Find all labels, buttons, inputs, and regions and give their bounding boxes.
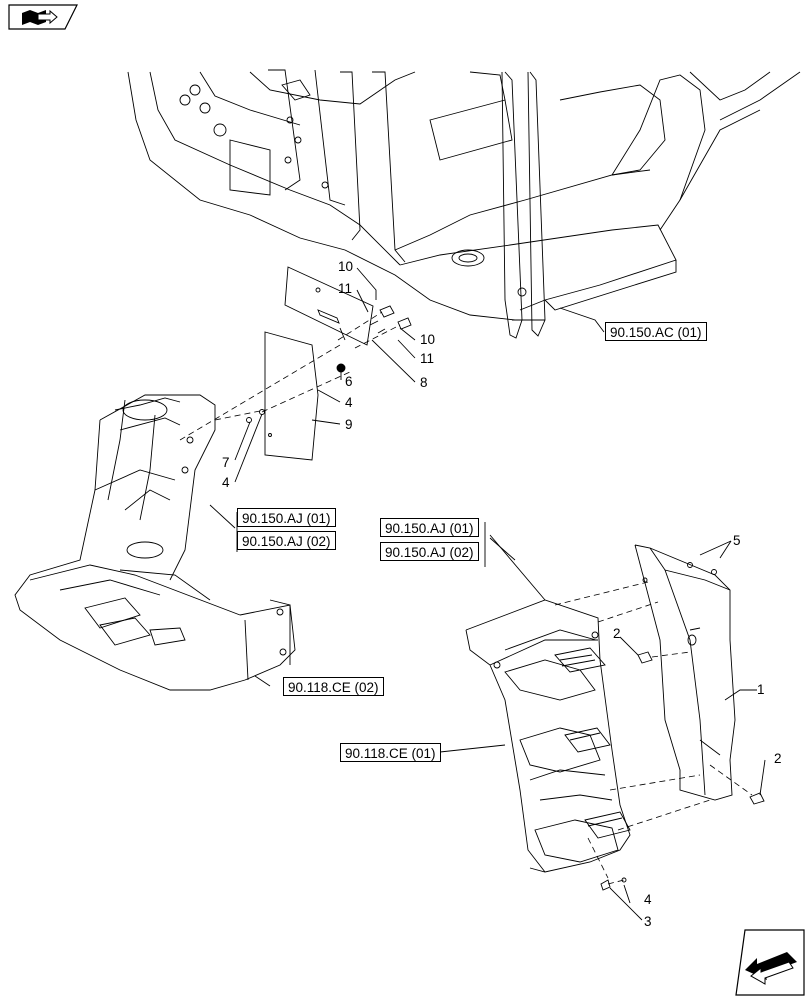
callout-6: 6 [345, 374, 353, 389]
fasteners-upper [246, 305, 412, 423]
side-bracket-1 [634, 544, 736, 801]
callout-11-right: 11 [420, 351, 435, 366]
leader-lines [209, 267, 766, 921]
book-arrow-icon[interactable] [8, 4, 78, 30]
callout-3: 3 [644, 914, 652, 929]
previous-page-arrow-icon[interactable] [735, 928, 805, 996]
callout-10-upper: 10 [338, 259, 354, 274]
callout-9: 9 [345, 417, 353, 432]
callout-11-upper: 11 [338, 281, 353, 296]
bracket-plate-8 [284, 266, 374, 346]
callout-5: 5 [733, 533, 741, 548]
callout-8: 8 [420, 375, 428, 390]
callout-2-upper: 2 [613, 626, 621, 641]
callout-4-lower: 4 [644, 892, 652, 907]
callout-7: 7 [222, 455, 230, 470]
callout-1: 1 [757, 682, 765, 697]
assembly-lines-right [554, 581, 753, 885]
ref-box-90-118-ce-02[interactable]: 90.118.CE (02) [283, 677, 384, 696]
ref-box-90-150-aj-02-right[interactable]: 90.150.AJ (02) [380, 542, 479, 561]
fasteners-right [600, 562, 765, 891]
cab-frame [127, 69, 801, 339]
assembly-lines-upper [179, 311, 401, 441]
ref-box-90-150-aj-01-left[interactable]: 90.150.AJ (01) [237, 508, 336, 527]
callout-2-lower: 2 [774, 751, 782, 766]
book-arrow-icon-graphic [8, 4, 78, 30]
ref-box-90-150-aj-02-left[interactable]: 90.150.AJ (02) [237, 531, 336, 550]
left-step-assembly [14, 394, 296, 691]
ladder-assembly [465, 599, 631, 873]
ref-box-90-150-aj-01-right[interactable]: 90.150.AJ (01) [380, 518, 479, 537]
panel-9 [264, 331, 319, 461]
ref-box-90-118-ce-01[interactable]: 90.118.CE (01) [340, 743, 441, 762]
callout-10-right: 10 [420, 332, 436, 347]
previous-page-arrow-icon-graphic [735, 929, 805, 996]
callout-4-upper: 4 [345, 395, 353, 410]
ref-box-90-150-ac-01[interactable]: 90.150.AC (01) [605, 322, 707, 341]
callout-4-left: 4 [222, 475, 230, 490]
